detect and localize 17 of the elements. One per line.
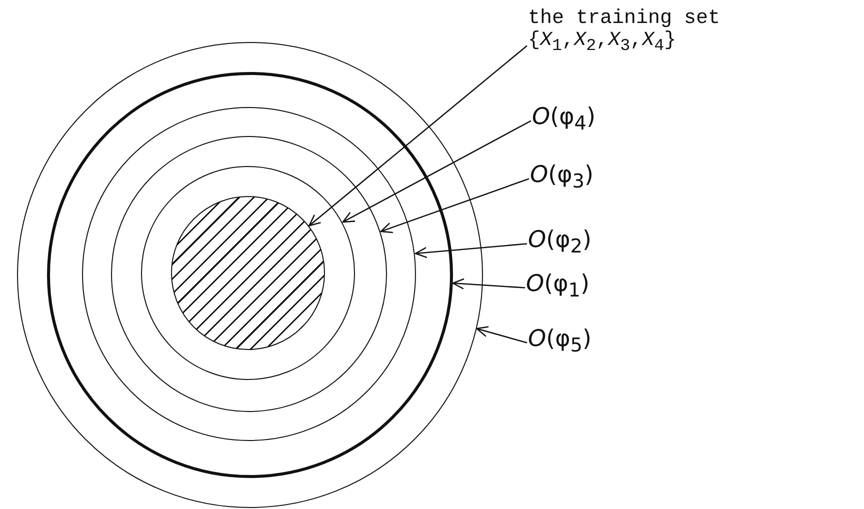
circle-outline xyxy=(17,42,483,508)
callout-label: O(φ$_{3}$) xyxy=(530,163,594,192)
callout-label: O(φ$_{2}$) xyxy=(528,228,592,257)
leader-arrow xyxy=(342,120,532,223)
leader-arrow xyxy=(476,326,528,344)
leader-arrow xyxy=(452,278,526,290)
callout-label: O(φ$_{5}$) xyxy=(528,327,592,356)
callout-label: the training set {X$_{1}$,X$_{2}$,X$_{3}$,X$_{4}$} xyxy=(528,8,733,56)
callout-label: O(φ$_{4}$) xyxy=(532,105,596,134)
leader-arrow xyxy=(380,178,530,234)
circle-outline xyxy=(110,136,386,412)
leader-arrow xyxy=(308,45,528,226)
circle-outline xyxy=(82,107,416,441)
thick-circle-outline xyxy=(46,72,452,478)
circle-outline xyxy=(141,166,355,380)
callout-label: O(φ$_{1}$) xyxy=(526,272,590,301)
leader-arrow xyxy=(414,243,528,258)
